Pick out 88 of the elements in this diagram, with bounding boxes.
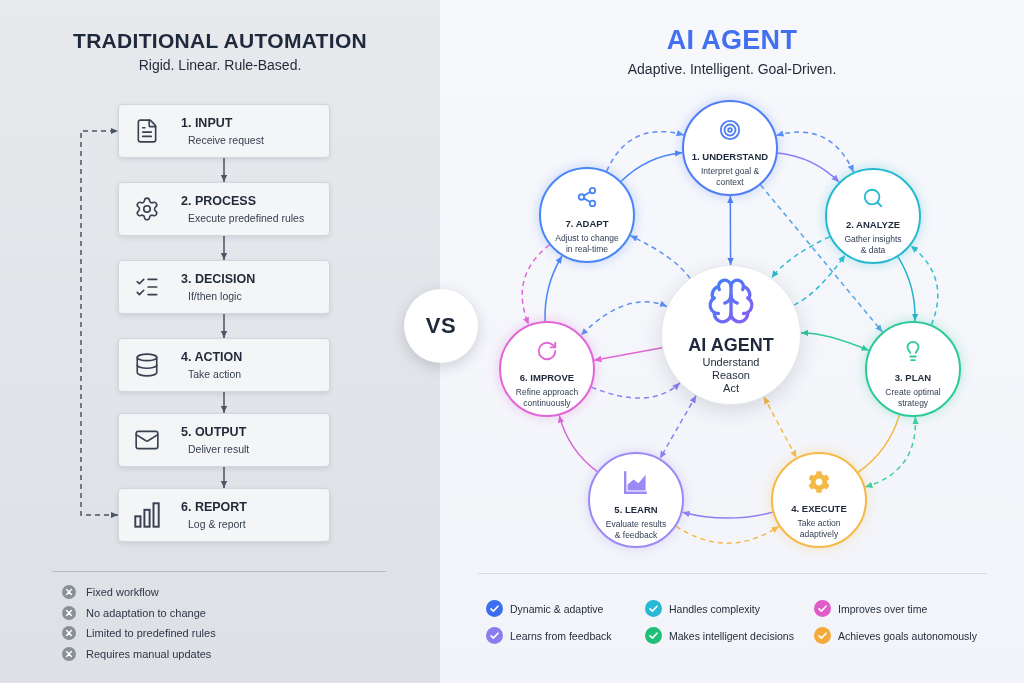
feature-text: Learns from feedback (510, 629, 612, 642)
panel-heading: TRADITIONAL AUTOMATION (73, 28, 367, 54)
double-arrow (727, 195, 734, 266)
arrow (220, 466, 228, 489)
dashed-arrow (590, 382, 681, 399)
stage-description: Gather insights & data (843, 233, 903, 256)
arrow (558, 414, 599, 473)
feature-text: Improves over time (838, 602, 928, 615)
panel-heading: AI AGENT (666, 24, 798, 57)
stage-description: Interpret goal & context (700, 165, 760, 188)
arrow (220, 313, 228, 339)
dashed-arrow (793, 254, 846, 306)
stage-title: 4. EXECUTE (791, 502, 847, 515)
feature-text: Makes intelligent decisions (669, 629, 794, 642)
double-arrow (800, 329, 870, 352)
stage-description: Take action adaptively (796, 517, 842, 540)
agent-capability: Act (723, 381, 739, 395)
stage-title: 7. ADAPT (565, 217, 609, 230)
stage-node (499, 321, 595, 417)
dashed-arrow (909, 244, 939, 326)
stage-title: 5. LEARN (614, 503, 658, 516)
step-title: 1. INPUT (181, 115, 234, 131)
versus-text: VS (425, 313, 457, 339)
step-title: 5. OUTPUT (181, 424, 248, 440)
arrow (897, 256, 919, 322)
dashed-double-arrow (763, 396, 798, 459)
limitation-text: Limited to predefined rules (86, 626, 216, 639)
stage-node (825, 168, 921, 264)
stage-title: 3. PLAN (894, 371, 932, 384)
stage-description: Adjust to change in real-time (554, 232, 620, 255)
step-title: 2. PROCESS (181, 193, 258, 209)
stage-node (771, 452, 867, 548)
step-title: 6. REPORT (181, 499, 247, 515)
limitation-text: Fixed workflow (86, 585, 159, 598)
dashed-arrow (629, 234, 691, 279)
feature-text: Achieves goals autonomously (838, 629, 977, 642)
dashed-double-arrow (580, 301, 668, 336)
arrow (620, 150, 683, 183)
dashed-arrow (759, 184, 884, 333)
arrow (544, 255, 563, 322)
feature-text: Handles complexity (669, 602, 761, 615)
step-title: 4. ACTION (181, 349, 243, 365)
dashed-arrow (605, 130, 685, 172)
dashed-arrow (521, 244, 551, 326)
stage-title: 6. IMPROVE (519, 371, 575, 384)
step-card (118, 182, 330, 236)
step-card (118, 260, 330, 314)
arrow (220, 391, 228, 414)
agent-title: AI AGENT (688, 333, 774, 356)
panel-subheading: Rigid. Linear. Rule-Based. (138, 57, 302, 74)
arrow (593, 346, 663, 363)
dashed-arrow (675, 525, 780, 544)
feature-text: Dynamic & adaptive (510, 602, 604, 615)
agent-capability: Reason (712, 368, 750, 382)
step-card (118, 338, 330, 392)
stage-node (588, 452, 684, 548)
stage-title: 2. ANALYZE (845, 218, 901, 231)
panel-subheading: Adaptive. Intelligent. Goal-Driven. (627, 61, 837, 79)
step-description: Deliver result (187, 442, 250, 456)
step-description: If/then logic (187, 289, 243, 303)
step-description: Receive request (187, 133, 264, 147)
stage-node (865, 321, 961, 417)
limitation-text: No adaptation to change (86, 606, 206, 619)
dashed-double-arrow (659, 394, 697, 460)
dashed-double-arrow (775, 130, 855, 173)
step-title: 3. DECISION (181, 271, 256, 287)
dashed-arrow (770, 235, 831, 279)
stage-node (539, 167, 635, 263)
arrow (776, 152, 840, 183)
step-card (118, 104, 330, 158)
step-card (118, 488, 330, 542)
step-card (118, 413, 330, 467)
stage-description: Create optimal strategy (884, 386, 942, 409)
agent-capability: Understand (702, 355, 760, 369)
step-description: Log & report (187, 517, 247, 531)
stage-title: 1. UNDERSTAND (691, 150, 769, 163)
step-description: Take action (187, 367, 243, 381)
connector-line (857, 414, 901, 474)
stage-description: Evaluate results & feedback (604, 518, 668, 541)
stage-node (682, 100, 778, 196)
dashed-double-arrow (864, 416, 919, 488)
stage-description: Refine approach continuously (514, 386, 580, 409)
arrow (681, 510, 774, 519)
arrow (220, 157, 228, 183)
arrow (220, 235, 228, 261)
dashed-double-arrow (80, 127, 119, 519)
step-description: Execute predefined rules (187, 211, 305, 225)
limitation-text: Requires manual updates (86, 647, 212, 660)
